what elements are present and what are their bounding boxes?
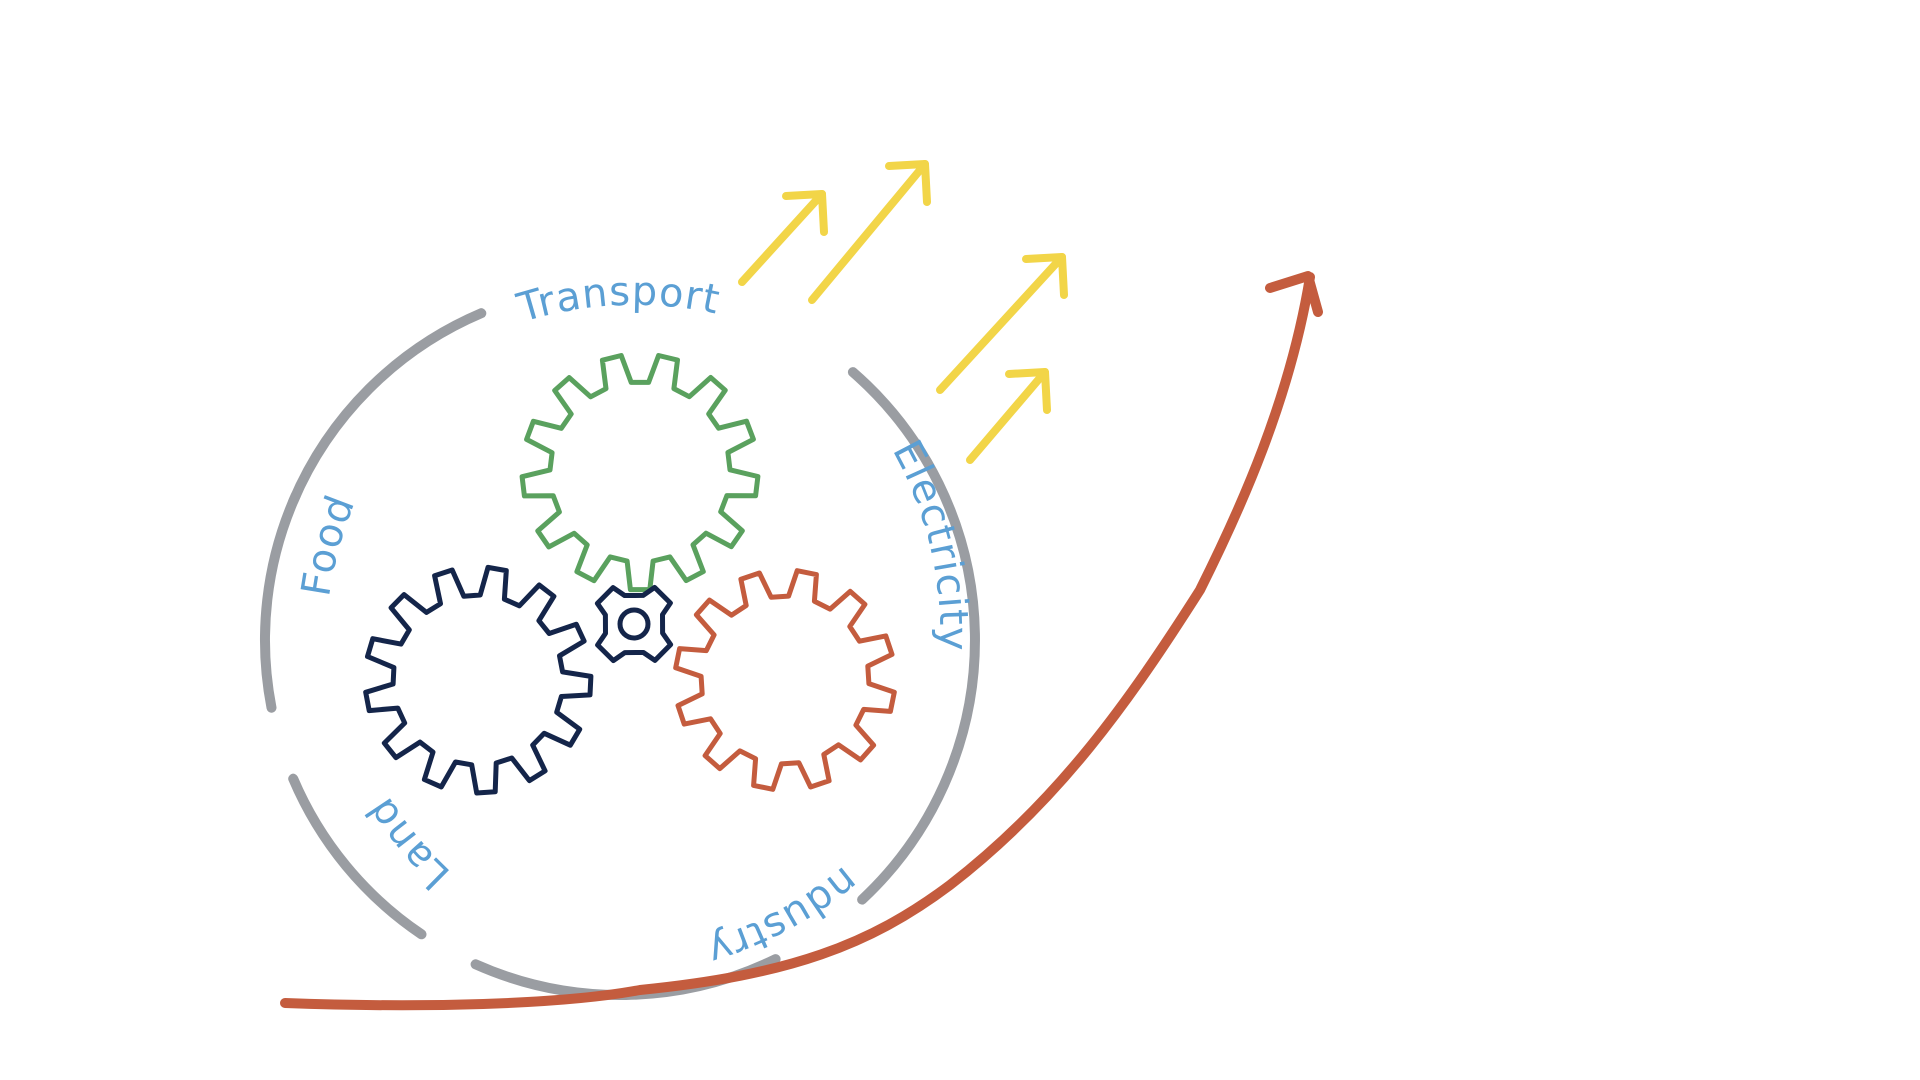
sector-label-transport: Transport xyxy=(512,269,724,332)
ring-segment-electricity-transport xyxy=(847,367,980,905)
gear-red-icon xyxy=(673,568,897,792)
yellow-arrow-icon xyxy=(936,253,1068,394)
sector-label-industry: Industry xyxy=(0,0,867,975)
sector-label-electricity: Electricity xyxy=(883,433,976,652)
yellow-arrow-icon xyxy=(738,190,828,286)
growth-curve-line xyxy=(280,272,1315,1011)
sector-label-land: Land xyxy=(357,789,458,898)
gear-small-hub-icon xyxy=(617,607,651,641)
ring-segment-land-industry xyxy=(288,773,427,940)
gear-green-icon xyxy=(519,353,761,593)
yellow-arrow-icon xyxy=(808,160,931,304)
yellow-arrow-icon xyxy=(966,368,1051,464)
sector-label-food: Food xyxy=(293,489,364,600)
growth-arrow-head xyxy=(1265,271,1323,317)
ring-segment-transport-food xyxy=(288,308,487,507)
gear-small-icon xyxy=(594,584,674,664)
ring-segment-food-land xyxy=(260,490,301,713)
gear-group xyxy=(363,353,897,796)
gear-navy-icon xyxy=(363,564,594,796)
exponential-growth-arrow-icon xyxy=(280,271,1323,1011)
four-diagonal-up-arrows-icon xyxy=(738,160,1068,464)
sector-labels: Transport Electricity Industry Land Food xyxy=(0,0,976,975)
